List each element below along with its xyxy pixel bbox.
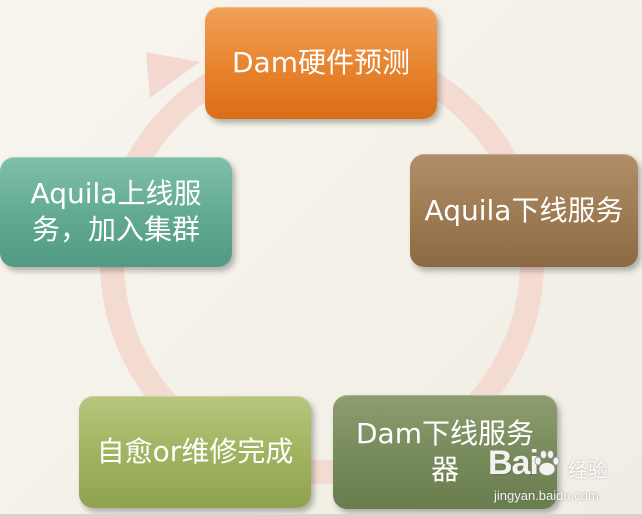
watermark-brand: Bai	[488, 444, 539, 482]
node-label: 自愈or维修完成	[96, 435, 294, 468]
node-label: Aquila上线服务，加入集群	[30, 177, 202, 246]
node-self-heal-or-repair-complete: 自愈or维修完成	[79, 396, 311, 508]
node-label: Dam硬件预测	[232, 46, 410, 79]
baidu-jingyan-watermark: Bai 经验 jingyan.baidu.com	[488, 444, 638, 510]
watermark-domain: jingyan.baidu.com	[494, 488, 599, 503]
node-dam-hardware-prediction: Dam硬件预测	[205, 7, 437, 119]
watermark-suffix: 经验	[568, 458, 608, 482]
baidu-paw-icon	[534, 450, 560, 476]
node-dam-offline-server: Dam下线服务器	[333, 395, 557, 509]
bottom-divider	[0, 514, 642, 517]
node-aquila-offline-service: Aquila下线服务	[410, 154, 638, 267]
node-label: Dam下线服务器	[356, 417, 534, 486]
node-label: Aquila下线服务	[424, 193, 624, 227]
cycle-arrowhead	[146, 52, 200, 98]
node-aquila-online-join-cluster: Aquila上线服务，加入集群	[0, 157, 232, 267]
